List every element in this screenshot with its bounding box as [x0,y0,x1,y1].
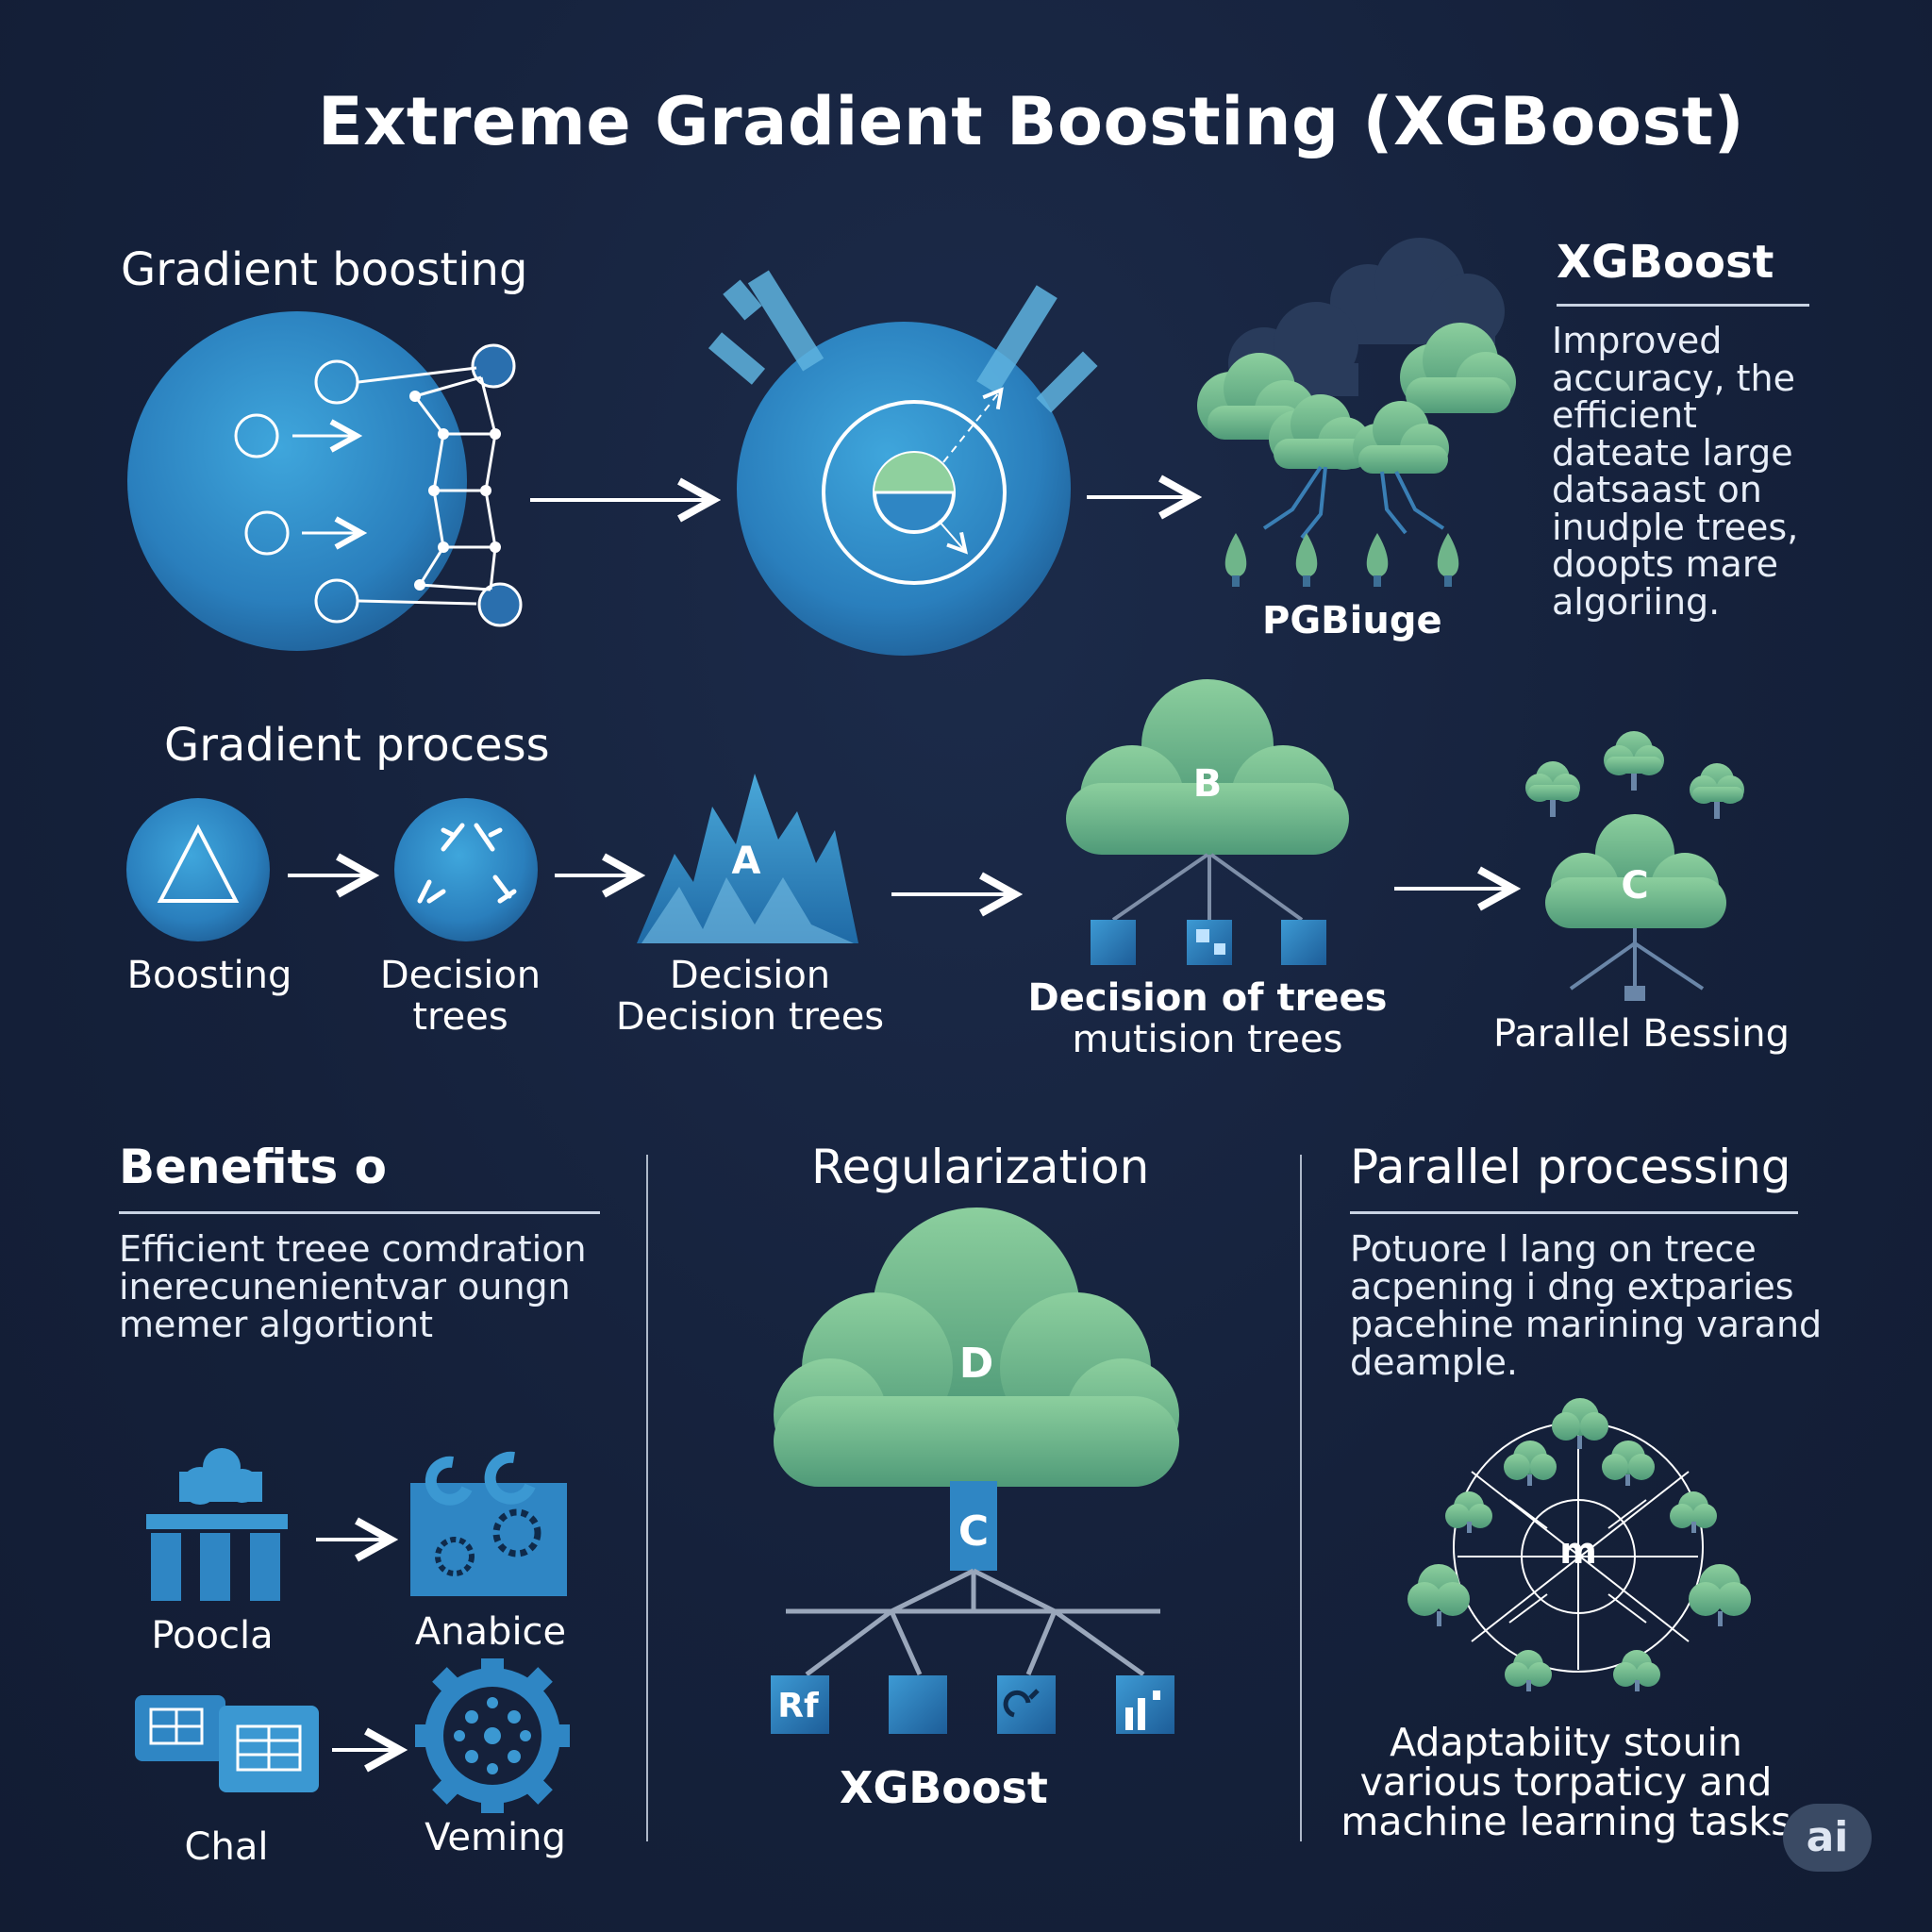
parallel-underline [1350,1211,1798,1214]
tree-c-icon [1525,731,1744,1001]
building-icon [146,1448,288,1601]
chal-label: Chal [184,1825,269,1869]
veming-label: Veming [425,1816,566,1859]
gear-icon [415,1658,570,1813]
tree-d-icon [771,1208,1179,1734]
mountain-icon [637,774,858,943]
poocla-label: Poocla [151,1614,274,1657]
page-title: Extreme Gradient Boosting (XGBoost) [317,83,1745,160]
step-decision-decision-trees-label: Decision Decision trees [615,954,885,1039]
boosting-sphere [127,311,523,651]
step-boosting-label: Boosting [126,954,292,997]
parallel-wheel-icon [1407,1398,1751,1691]
adaptability-text: Adaptabiity stouin various torpaticy and… [1341,1720,1791,1844]
xgboost-side-heading: XGBoost [1557,236,1774,289]
gears-box-icon [410,1451,567,1596]
boosting-step-icon [126,798,270,941]
step-decision-of-trees-label: Decision of trees [1027,976,1388,1020]
benefits-underline [119,1211,600,1214]
forest-label: PGBiuge [1262,599,1442,642]
spreadsheet-icon [135,1695,319,1792]
xgboost-footer: XGBoost [840,1762,1048,1813]
xgboost-side-text: Improved accuracy, the efficient dateate… [1552,320,1799,623]
gradient-process-heading: Gradient process [164,719,550,772]
hub-label: m [1559,1530,1597,1572]
parallel-processing-heading: Parallel processing [1350,1140,1791,1194]
leaf-label: Rf [777,1687,819,1725]
benefits-text: Efficient treee comdration inerecunenien… [119,1228,587,1345]
column-divider [1300,1155,1302,1841]
tree-b-icon [1066,679,1349,965]
ai-badge: ai [1783,1804,1872,1872]
anabice-label: Anabice [414,1610,567,1654]
forest-cluster-icon [1197,238,1516,587]
benefits-heading: Benefits o [119,1140,388,1194]
regularization-heading: Regularization [811,1140,1150,1194]
decision-trees-step-icon [394,798,538,941]
column-divider [646,1155,648,1841]
node-b: B [1192,762,1223,806]
parallel-text: Potuore l lang on trece acpening i dng e… [1350,1228,1823,1383]
node-c: C [1621,864,1649,908]
step-decision-trees-label: Decision trees [379,954,541,1039]
target-sphere [708,270,1098,656]
step-mutision-trees-label: mutision trees [1072,1018,1343,1061]
trunk-node-c: C [958,1507,990,1556]
node-a: A [731,840,761,883]
gradient-boosting-label: Gradient boosting [121,243,528,296]
step-parallel-bessing-label: Parallel Bessing [1492,1012,1790,1056]
node-d: D [958,1340,994,1388]
side-heading-underline [1557,304,1809,307]
